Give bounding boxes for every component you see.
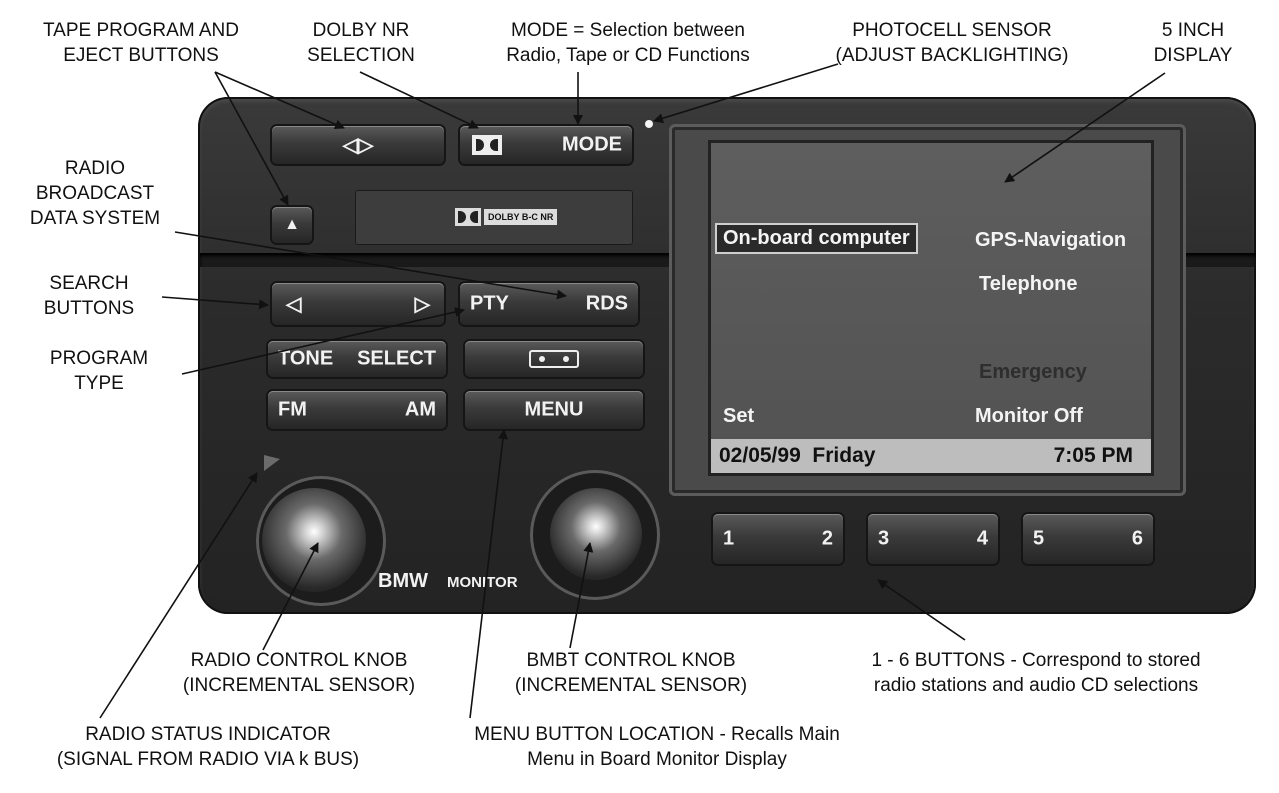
pty-rds-button[interactable]: PTY RDS xyxy=(460,283,638,325)
fm-am-button[interactable]: FM AM xyxy=(268,391,446,429)
dolby-logo-icon xyxy=(455,208,481,226)
callout-line: radio stations and audio CD selections xyxy=(873,675,1199,696)
callout-line: PHOTOCELL SENSOR xyxy=(852,20,1052,41)
callout-line: RADIO xyxy=(64,158,126,179)
callout-tape-program: TAPE PROGRAM AND EJECT BUTTONS xyxy=(20,18,262,68)
callout-line: (INCREMENTAL SENSOR) xyxy=(514,675,748,696)
callout-line: RADIO CONTROL KNOB xyxy=(190,650,408,671)
search-left-icon: ◁ xyxy=(286,293,302,316)
dolby-icon xyxy=(472,135,502,155)
tone-label: TONE xyxy=(278,347,334,370)
callout-line: (SIGNAL FROM RADIO VIA k BUS) xyxy=(56,749,360,770)
eject-icon: ▲ xyxy=(284,216,300,233)
rds-label: RDS xyxy=(585,292,628,315)
radio-status-indicator xyxy=(264,455,280,471)
callout-line: Menu in Board Monitor Display xyxy=(527,749,787,770)
callout-preset-buttons: 1 - 6 BUTTONS - Correspond to stored rad… xyxy=(818,648,1254,698)
menu-item-monitor-off[interactable]: Monitor Off xyxy=(975,405,1083,427)
callout-line: TAPE PROGRAM AND xyxy=(42,20,239,41)
callout-line: TYPE xyxy=(74,373,124,394)
callout-line: BMBT CONTROL KNOB xyxy=(526,650,736,671)
menu-item-gps-navigation[interactable]: GPS-Navigation xyxy=(975,229,1127,251)
brand-sub-label: MONITOR xyxy=(447,574,518,591)
preset-label: 2 xyxy=(821,527,833,550)
callout-line: MODE = Selection between xyxy=(511,20,745,41)
preset-button-1-2[interactable]: 1 2 xyxy=(713,514,843,564)
callout-line: DISPLAY xyxy=(1153,45,1233,66)
mode-label: MODE xyxy=(562,133,622,156)
callout-line: PROGRAM xyxy=(49,348,149,369)
callout-bmbt-knob: BMBT CONTROL KNOB (INCREMENTAL SENSOR) xyxy=(488,648,774,698)
callout-line: MENU BUTTON LOCATION - Recalls Main xyxy=(474,724,840,745)
callout-dolby-nr: DOLBY NR SELECTION xyxy=(296,18,426,68)
callout-menu-location: MENU BUTTON LOCATION - Recalls Main Menu… xyxy=(428,722,886,772)
preset-button-3-4[interactable]: 3 4 xyxy=(868,514,998,564)
display-screen: On-board computer GPS-Navigation Telepho… xyxy=(708,140,1154,476)
tape-slot: DOLBY B-C NR xyxy=(355,190,633,245)
radio-control-knob[interactable] xyxy=(262,488,366,592)
photocell-sensor xyxy=(645,120,653,128)
tone-select-button[interactable]: TONE SELECT xyxy=(268,341,446,377)
menu-label: MENU xyxy=(524,398,584,421)
preset-button-5-6[interactable]: 5 6 xyxy=(1023,514,1153,564)
menu-button[interactable]: MENU xyxy=(465,391,643,429)
callout-line: DATA SYSTEM xyxy=(29,208,161,229)
callout-line: EJECT BUTTONS xyxy=(63,45,219,66)
cassette-icon xyxy=(529,350,579,368)
callout-line: BUTTONS xyxy=(43,298,135,319)
callout-line: (ADJUST BACKLIGHTING) xyxy=(835,45,1069,66)
status-time: 7:05 PM xyxy=(1053,444,1133,467)
status-date: 02/05/99 Friday xyxy=(719,444,876,467)
status-bar: 02/05/99 Friday 7:05 PM xyxy=(711,439,1151,473)
preset-label: 1 xyxy=(723,527,735,550)
menu-item-telephone[interactable]: Telephone xyxy=(979,273,1078,295)
callout-display: 5 INCH DISPLAY xyxy=(1134,18,1252,68)
fm-label: FM xyxy=(278,398,307,421)
search-button[interactable]: ◁ ▷ xyxy=(272,283,444,325)
bmbt-control-knob[interactable] xyxy=(550,488,642,580)
cassette-button[interactable] xyxy=(465,341,643,377)
callout-radio-knob: RADIO CONTROL KNOB (INCREMENTAL SENSOR) xyxy=(156,648,442,698)
menu-item-emergency[interactable]: Emergency xyxy=(979,361,1087,383)
callout-line: BROADCAST xyxy=(35,183,155,204)
callout-line: Radio, Tape or CD Functions xyxy=(506,45,750,66)
search-right-icon: ▷ xyxy=(414,293,430,316)
preset-label: 3 xyxy=(878,527,890,550)
callout-rds: RADIO BROADCAST DATA SYSTEM xyxy=(14,156,176,231)
callout-line: SELECTION xyxy=(307,45,415,66)
preset-label: 6 xyxy=(1131,527,1143,550)
brand-label: BMW xyxy=(378,570,428,592)
callout-photocell: PHOTOCELL SENSOR (ADJUST BACKLIGHTING) xyxy=(810,18,1094,68)
preset-label: 5 xyxy=(1033,527,1045,550)
callout-line: SEARCH xyxy=(49,273,129,294)
tape-program-label: ◁▷ xyxy=(342,134,374,157)
menu-item-onboard-computer[interactable]: On-board computer xyxy=(715,223,918,254)
callout-line: (INCREMENTAL SENSOR) xyxy=(182,675,416,696)
mode-button[interactable]: MODE xyxy=(460,126,632,164)
preset-label: 4 xyxy=(976,527,988,550)
callout-search: SEARCH BUTTONS xyxy=(24,271,154,321)
callout-status-indicator: RADIO STATUS INDICATOR (SIGNAL FROM RADI… xyxy=(18,722,398,772)
slot-label: DOLBY B-C NR xyxy=(484,209,558,225)
am-label: AM xyxy=(404,398,436,421)
eject-button[interactable]: ▲ xyxy=(272,207,312,243)
select-label: SELECT xyxy=(357,347,436,370)
callout-line: DOLBY NR xyxy=(312,20,410,41)
callout-line: RADIO STATUS INDICATOR xyxy=(85,724,331,745)
callout-program-type: PROGRAM TYPE xyxy=(24,346,174,396)
tape-program-button[interactable]: ◁▷ xyxy=(272,126,444,164)
callout-mode: MODE = Selection between Radio, Tape or … xyxy=(470,18,786,68)
menu-item-set[interactable]: Set xyxy=(723,405,755,427)
callout-line: 1 - 6 BUTTONS - Correspond to stored xyxy=(871,650,1201,671)
callout-line: 5 INCH xyxy=(1161,20,1225,41)
pty-label: PTY xyxy=(470,292,509,315)
